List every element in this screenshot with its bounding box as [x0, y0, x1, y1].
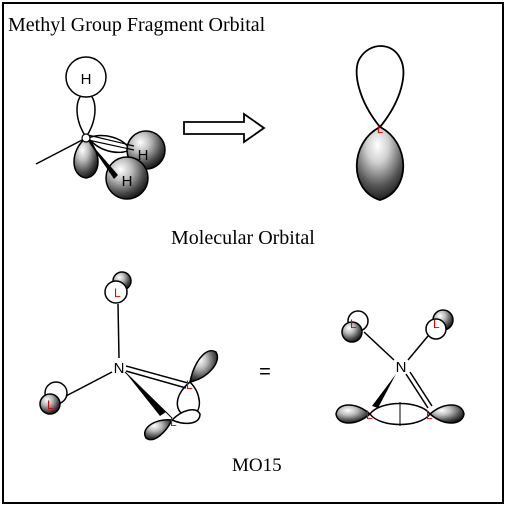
orbital-lobe-shaded: [143, 419, 174, 441]
orbital-lobe-white: [170, 409, 201, 425]
orbital-lobe-shaded: [189, 350, 219, 383]
orbital-lobe-shaded: [355, 125, 405, 201]
hydrogen-sphere: [65, 56, 107, 98]
lobe-marker: L: [170, 415, 177, 429]
nitrogen-label: N: [114, 360, 125, 377]
bond-line: [87, 134, 135, 147]
orbital-lobe-shaded: [39, 393, 61, 415]
bond-line: [125, 370, 187, 389]
orbital-lobe-shaded: [341, 321, 363, 343]
orbital-lobe-white: [104, 280, 128, 304]
wedge-bond: [86, 138, 118, 179]
hydrogen-label: H: [122, 173, 133, 190]
lobe-marker: L: [366, 408, 373, 422]
section-caption: Molecular Orbital: [171, 227, 315, 249]
methyl-fragment: [35, 56, 166, 200]
bond-line: [124, 371, 173, 419]
lobe-marker: L: [377, 124, 383, 136]
lobe-marker: L: [47, 398, 54, 412]
lobe-marker: L: [433, 317, 440, 331]
bond-line: [409, 371, 433, 407]
equals-sign: =: [259, 361, 271, 383]
nitrogen-label: N: [396, 359, 407, 376]
bond-line: [65, 371, 113, 397]
wedge-bond: [372, 374, 396, 408]
lobe-marker: L: [350, 317, 357, 331]
hydrogen-label: H: [138, 147, 149, 164]
carbon-atom: [81, 133, 91, 143]
lobe-marker: L: [114, 286, 121, 300]
bond-line: [35, 137, 87, 165]
orbital-caption: MO15: [232, 455, 282, 476]
molecule-right: [335, 309, 465, 426]
orbital-lobe-shaded: [335, 404, 372, 424]
lobe-marker: L: [426, 408, 433, 422]
orbital-lobe-white: [425, 318, 447, 340]
hydrogen-label: H: [81, 71, 92, 88]
lobe-marker: L: [186, 378, 193, 392]
bond-line: [117, 303, 120, 359]
hollow-arrow: [183, 112, 266, 144]
wedge-bond: [125, 372, 166, 416]
orbital-lobe-white: [76, 91, 96, 139]
bond-line: [407, 335, 429, 361]
orbital-lobe-shaded: [428, 404, 465, 424]
bond-line: [125, 365, 189, 384]
molecule-left: [39, 271, 219, 441]
orbital-lobe-white: [355, 45, 405, 129]
bond-line: [363, 331, 395, 361]
bond-line: [87, 139, 135, 151]
figure-title: Methyl Group Fragment Orbital: [8, 14, 266, 36]
fragment-orbital: [355, 45, 405, 201]
hydrogen-sphere: [105, 156, 149, 200]
bond-line: [405, 373, 429, 409]
